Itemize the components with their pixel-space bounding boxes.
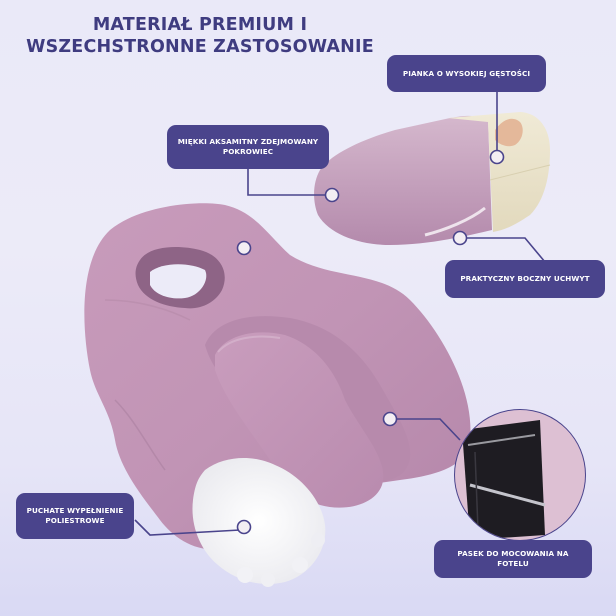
callout-foam: PIANKA O WYSOKIEJ GĘSTOŚCI: [387, 55, 546, 92]
callout-cover-label-2: POKROWIEC: [222, 147, 274, 156]
handle-dot: [452, 230, 468, 246]
callout-strap-label: PASEK DO MOCOWANIA NA FOTELU: [457, 549, 569, 568]
strap-inset: [454, 409, 586, 541]
filling-puff: [192, 458, 326, 587]
callout-strap: PASEK DO MOCOWANIA NA FOTELU: [434, 540, 592, 578]
foam-pillow: [314, 112, 551, 245]
center-roll: [205, 316, 411, 508]
page-title: MATERIAŁ PREMIUM I WSZECHSTRONNE ZASTOSO…: [0, 14, 400, 58]
title-line-2: WSZECHSTRONNE ZASTOSOWANIE: [26, 37, 374, 57]
strap-dot: [382, 411, 398, 427]
callout-handle-label: PRAKTYCZNY BOCZNY UCHWYT: [460, 274, 590, 283]
callout-handle: PRAKTYCZNY BOCZNY UCHWYT: [445, 260, 605, 298]
callout-filling: PUCHATE WYPEŁNIENIE POLIESTROWE: [16, 493, 134, 539]
foam-dot: [489, 149, 505, 165]
cover-dot: [324, 187, 340, 203]
title-line-1: MATERIAŁ PREMIUM I: [92, 15, 308, 35]
callout-cover-label-1: MIĘKKI AKSAMITNY ZDEJMOWANY: [177, 137, 319, 146]
callout-foam-label: PIANKA O WYSOKIEJ GĘSTOŚCI: [402, 68, 531, 78]
leader-lines: [134, 92, 551, 536]
callout-filling-label-2: POLIESTROWE: [45, 516, 105, 525]
cover-dot-2: [236, 240, 252, 256]
callout-cover: MIĘKKI AKSAMITNY ZDEJMOWANY POKROWIEC: [167, 125, 329, 169]
filling-dot: [236, 519, 252, 535]
callout-filling-label-1: PUCHATE WYPEŁNIENIE: [26, 506, 124, 515]
callout-dots: [236, 149, 505, 535]
